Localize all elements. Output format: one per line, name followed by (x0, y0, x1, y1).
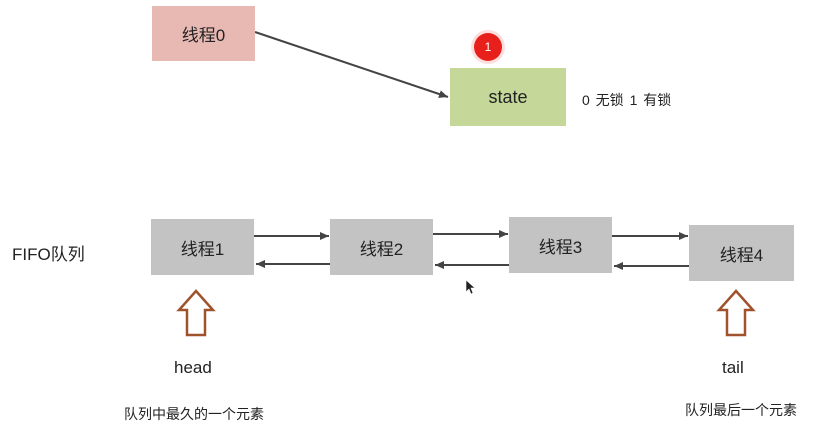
tail-up-arrow-icon (716, 289, 756, 337)
fifo-queue-label: FIFO队列 (12, 245, 85, 264)
step-number-badge: 1 (474, 33, 502, 61)
queue-node-1: 线程1 (151, 219, 254, 275)
queue-node-2: 线程2 (330, 219, 433, 275)
head-description: 队列中最久的一个元素 (124, 406, 264, 422)
head-up-arrow-icon (176, 289, 216, 337)
state-box: state (450, 68, 566, 126)
tail-label: tail (722, 358, 744, 377)
thread0-to-state-arrow (254, 31, 449, 98)
mouse-cursor-icon (465, 279, 476, 295)
head-label: head (174, 358, 212, 377)
queue-node-3: 线程3 (509, 217, 612, 273)
tail-description: 队列最后一个元素 (685, 402, 797, 418)
state-meaning-text: 0 无锁 1 有锁 (582, 92, 672, 108)
thread0-box: 线程0 (152, 6, 255, 61)
queue-node-4: 线程4 (689, 225, 794, 281)
